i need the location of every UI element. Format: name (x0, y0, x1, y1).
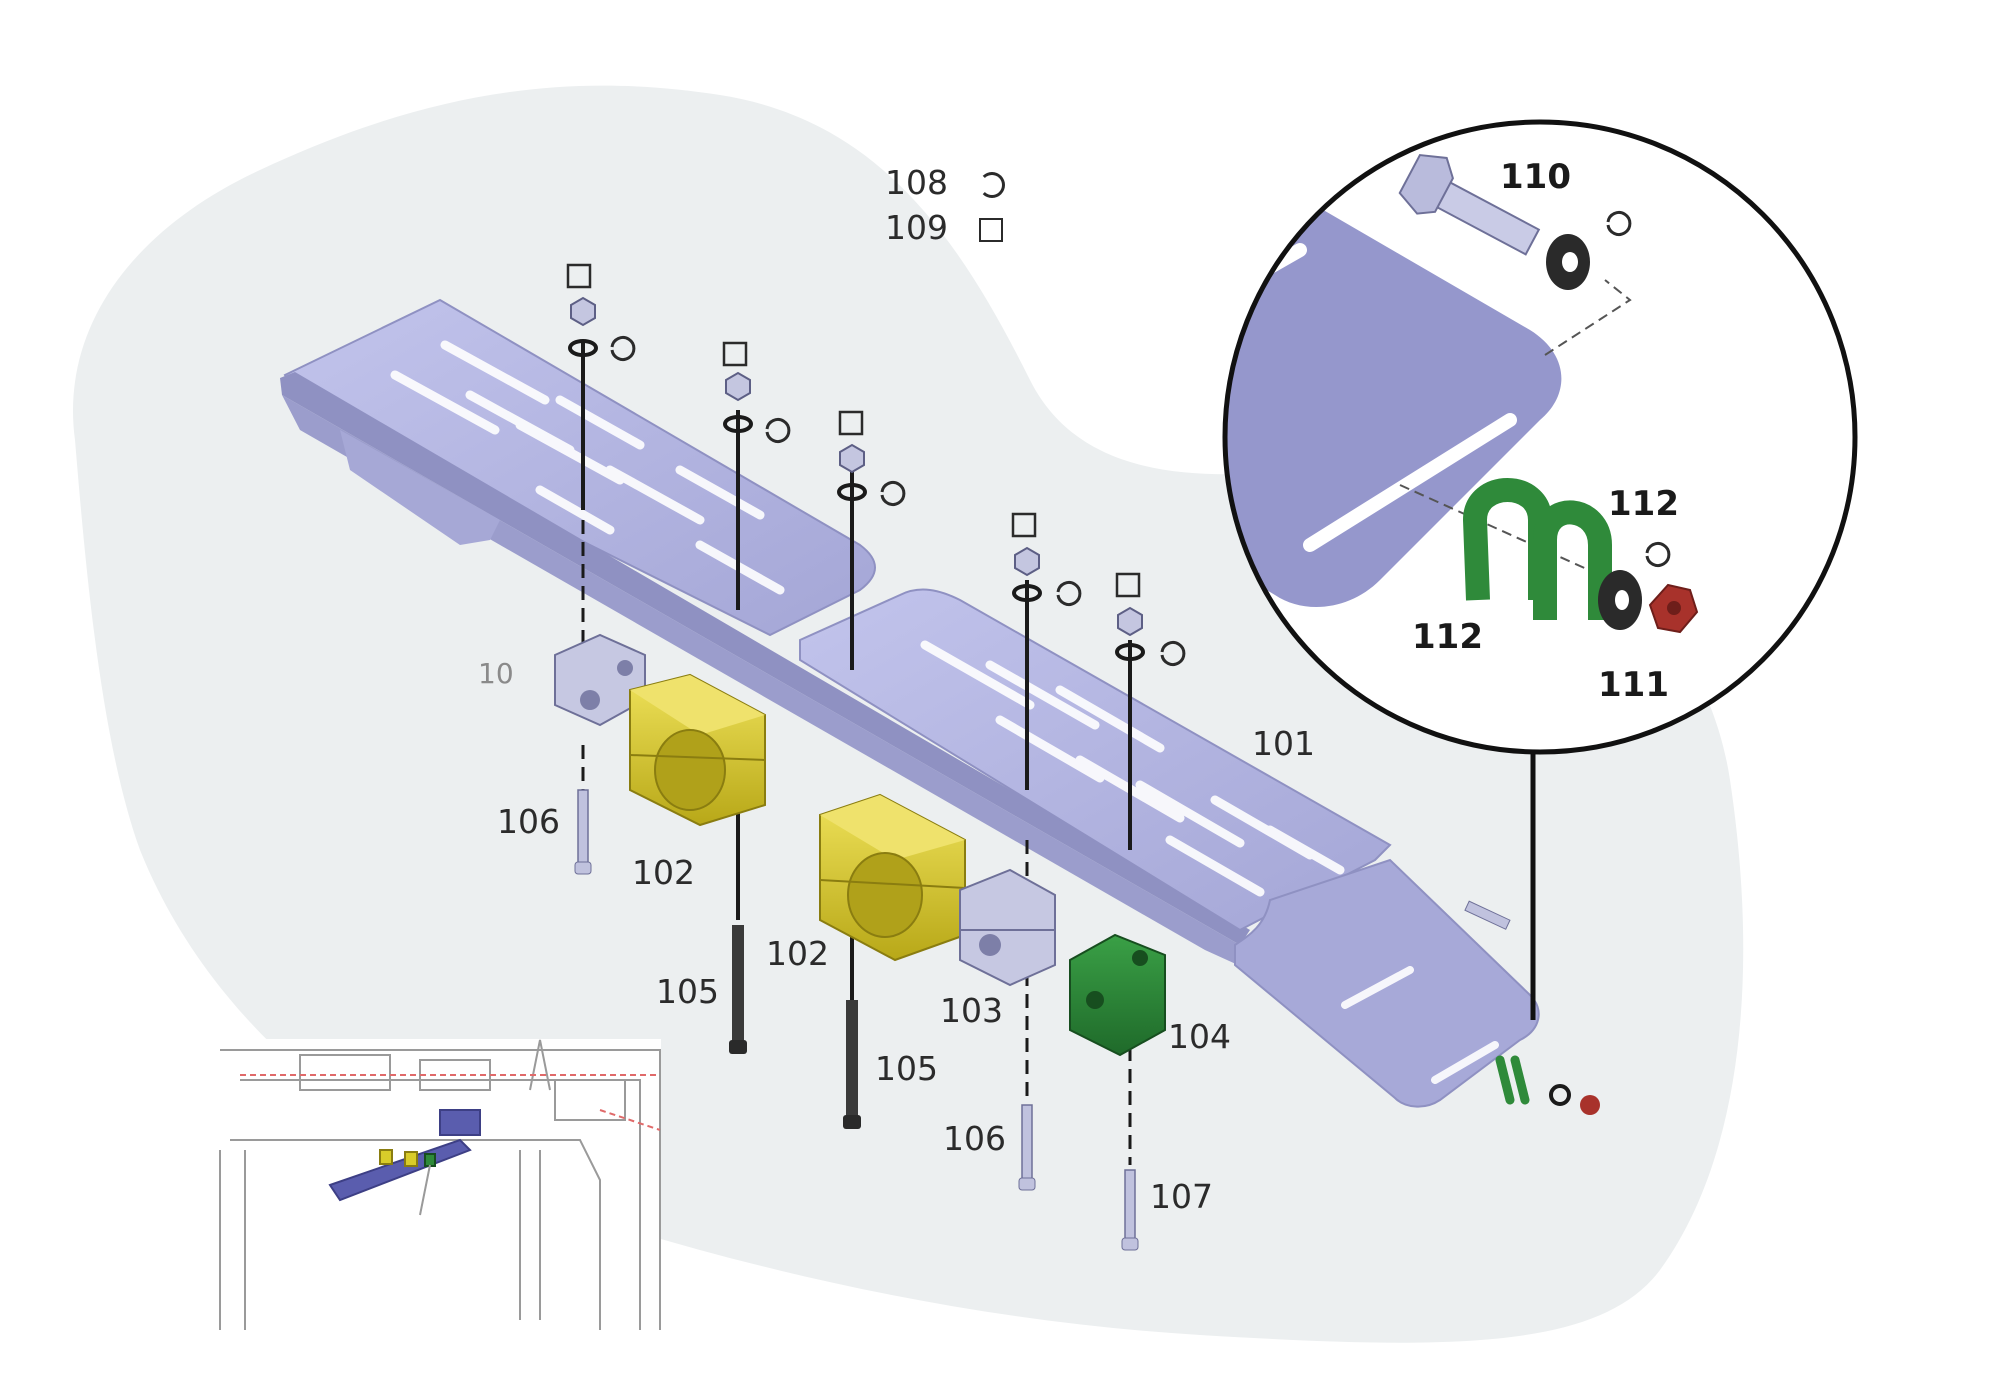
legend-row-nut: 109 (885, 208, 1003, 247)
callout-110: 110 (1500, 157, 1571, 197)
callout-103: 103 (940, 991, 1003, 1030)
legend-number: 109 (885, 208, 948, 247)
locator-thumbnail (219, 1039, 661, 1331)
nuts-and-washers (568, 296, 1145, 661)
callout-102: 102 (632, 853, 695, 892)
callout-104: 104 (1168, 1017, 1231, 1056)
clamp-yellow-102-right (819, 793, 966, 962)
round-washer-icon (978, 171, 1005, 198)
mounting-plate-101 (280, 298, 1540, 1108)
callout-105: 105 (656, 972, 719, 1011)
callout-112: 112 (1608, 484, 1679, 524)
detail-magnifier (1222, 119, 1858, 755)
callout-107: 107 (1150, 1177, 1213, 1216)
callout-112: 112 (1412, 617, 1483, 657)
callout-102: 102 (766, 934, 829, 973)
square-nut-icon (978, 217, 1003, 242)
clamp-yellow-102-left (629, 673, 766, 827)
clamp-grey-103 (959, 868, 1056, 987)
clamp-green-104 (1069, 933, 1166, 1057)
square-marker-icons (566, 263, 1141, 598)
callout-105: 105 (875, 1049, 938, 1088)
callout-111: 111 (1598, 665, 1669, 705)
bolts (574, 789, 1139, 1251)
tail-hardware-small (1464, 900, 1600, 1115)
callout-partial: 10 (478, 657, 514, 690)
callout-101: 101 (1252, 724, 1315, 763)
callout-106: 106 (943, 1119, 1006, 1158)
callout-106: 106 (497, 802, 560, 841)
legend-number: 108 (885, 163, 948, 202)
round-marker-icons (610, 336, 1186, 666)
legend-row-washer: 108 (885, 163, 1005, 202)
